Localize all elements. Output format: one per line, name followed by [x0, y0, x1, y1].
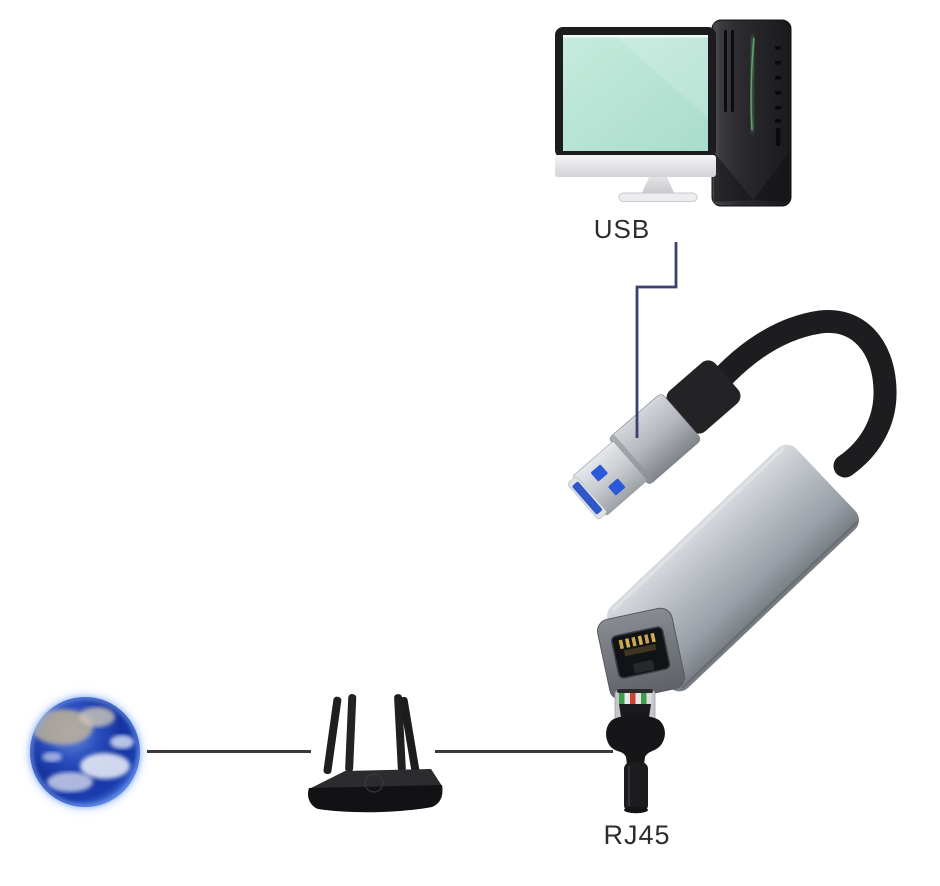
usb-strain-relief: [666, 360, 741, 434]
globe-cloud: [42, 752, 62, 762]
antenna-rod: [323, 696, 342, 775]
tower-facet: [753, 152, 789, 202]
rj45-cable-end: [624, 806, 648, 814]
wire-stripe: [635, 693, 641, 704]
adapter-edge-highlight: [612, 446, 786, 612]
tower-port: [775, 61, 781, 65]
router-antenna: [323, 696, 342, 775]
sleeve-ring: [609, 435, 654, 485]
desktop-computer-icon: [555, 19, 792, 207]
router-icon: [308, 694, 443, 813]
tower-vent-slot: [724, 30, 727, 112]
tower-green-accent-core: [750, 37, 755, 131]
tower-front-ports: [775, 46, 781, 146]
rj45-port-tab: [633, 660, 655, 674]
tower-port: [775, 91, 781, 95]
globe-landmass: [79, 707, 115, 727]
antenna-rod: [345, 694, 357, 773]
pc-tower: [711, 19, 792, 207]
monitor: [555, 27, 716, 202]
usb-plug-icon: [567, 360, 741, 520]
globe-surface: [31, 707, 134, 792]
rj45-pin: [650, 632, 656, 643]
tower-port-slot: [776, 128, 781, 146]
earth-globe-icon: [26, 693, 144, 811]
adapter-cable: [694, 309, 897, 478]
rj45-label: RJ45: [603, 820, 670, 850]
wire-stripe: [630, 693, 636, 704]
router-antenna: [345, 694, 357, 773]
rj45-plug-boot: [606, 715, 665, 772]
monitor-stand-base: [618, 192, 698, 202]
wire-stripe: [624, 693, 630, 704]
globe-landmass: [31, 709, 93, 745]
wire-stripe: [646, 693, 652, 704]
usb-connection-line: [635, 242, 678, 438]
router-logo: [364, 773, 384, 793]
globe-cloud: [47, 772, 93, 792]
router-antenna: [399, 696, 420, 775]
rj45-pin: [644, 634, 650, 644]
monitor-stand-neck: [641, 177, 675, 195]
screen-sheen: [614, 35, 708, 118]
rj45-plug-icon: [606, 689, 665, 814]
antenna-rod: [399, 696, 420, 775]
tower-vent-slot: [731, 30, 734, 112]
tower-port: [775, 76, 781, 80]
router-front-face: [308, 785, 443, 813]
rj45-pin: [631, 636, 637, 647]
rj45-port-inner-glow: [623, 643, 657, 657]
monitor-chin: [555, 155, 716, 177]
tower-port: [775, 119, 781, 123]
monitor-screen: [563, 35, 708, 151]
tower-facet: [714, 152, 753, 202]
tower-port: [775, 46, 781, 50]
globe-cloud: [80, 753, 130, 779]
rj45-port-pins: [618, 632, 656, 650]
globe-cloud: [110, 735, 134, 749]
globe-rim-light: [29, 696, 141, 808]
tower-port: [775, 106, 781, 110]
rj45-pin: [625, 638, 631, 648]
usb-label: USB: [594, 214, 650, 244]
screen-top-highlight: [563, 35, 708, 38]
wire-stripe: [641, 693, 647, 704]
usb-shell-hole: [608, 478, 625, 496]
rj45-pin: [618, 639, 624, 650]
usb-shell-hole: [591, 464, 608, 482]
rj45-plug-cap: [617, 689, 653, 693]
rj45-cable: [624, 762, 648, 812]
usb-blue-tongue: [572, 481, 602, 515]
adapter-edge-shadow: [680, 520, 859, 690]
rj45-pin: [637, 635, 644, 646]
adapter-rj45-port: [597, 607, 685, 701]
wire-stripe: [619, 693, 625, 704]
